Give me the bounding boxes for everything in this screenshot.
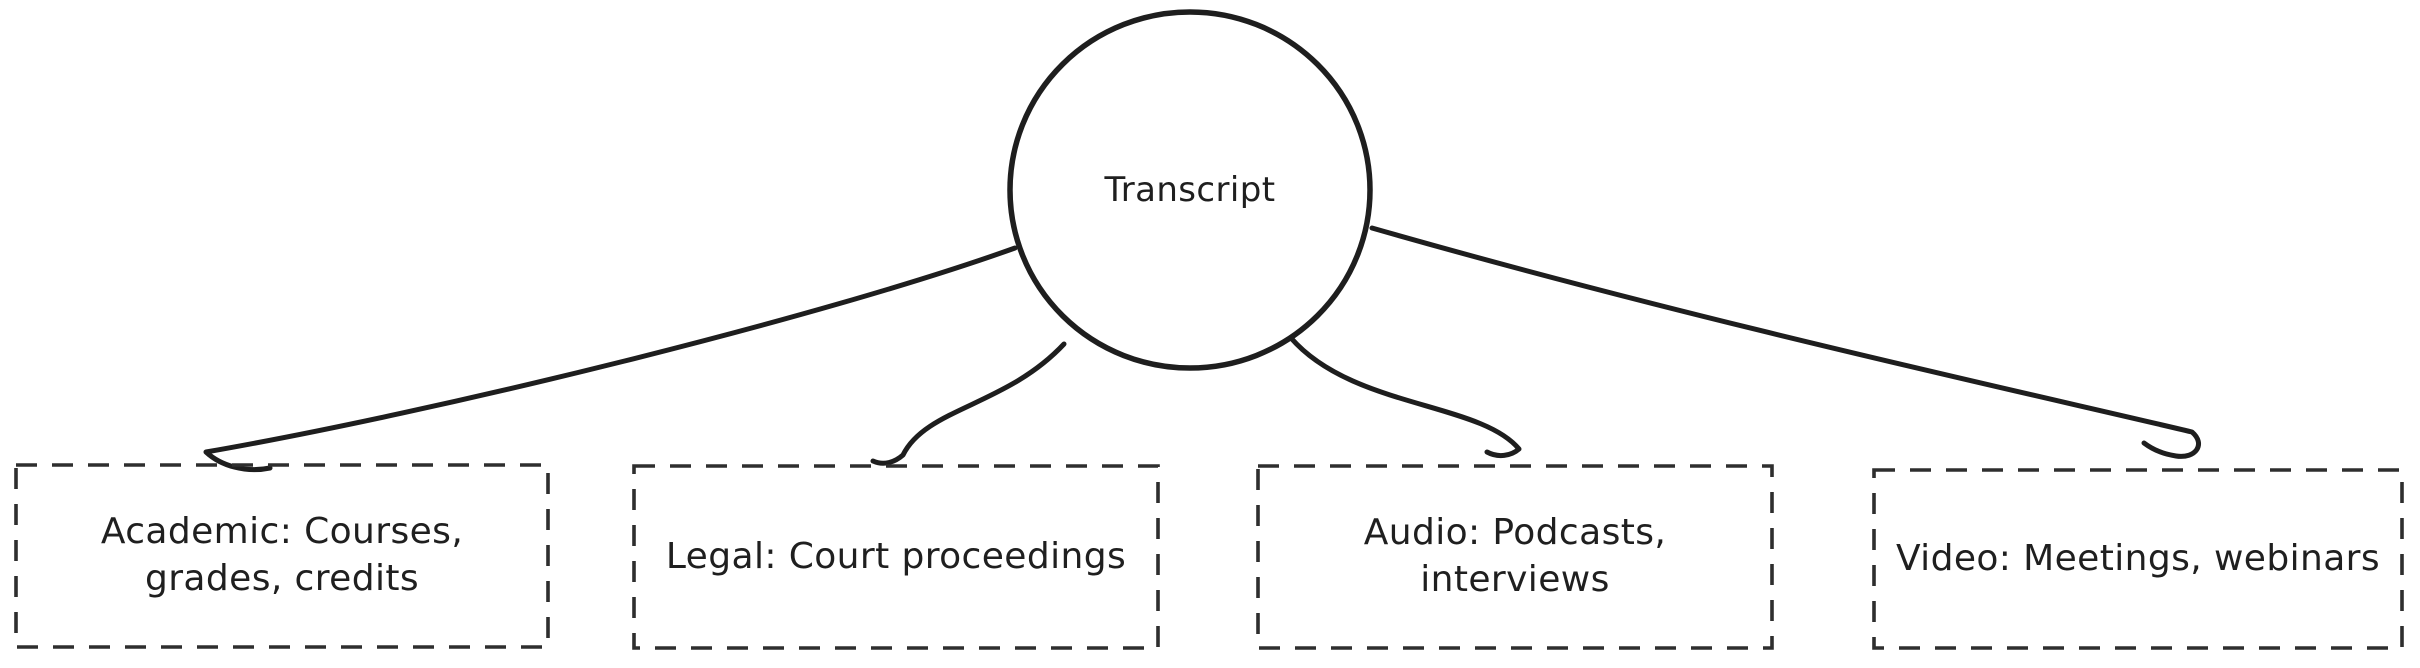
box-legal[interactable]	[632, 464, 1160, 650]
arrow-to-audio[interactable]	[1288, 335, 1522, 459]
box-audio[interactable]	[1256, 464, 1774, 650]
arrow-to-academic[interactable]	[203, 245, 1018, 473]
arrow-to-video[interactable]	[1369, 225, 2201, 459]
arrow-to-legal[interactable]	[870, 341, 1067, 466]
box-video[interactable]	[1872, 468, 2404, 650]
box-academic[interactable]	[14, 463, 550, 649]
center-node-circle[interactable]	[1007, 9, 1373, 371]
